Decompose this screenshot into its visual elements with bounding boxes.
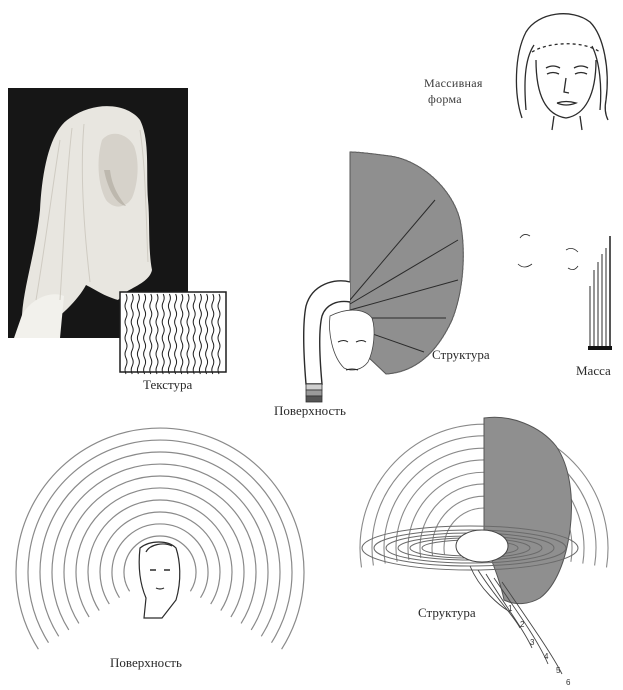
massive-form-head (516, 14, 608, 130)
surface-label-top: Поверхность (274, 404, 346, 418)
texture-box (120, 292, 226, 374)
eye-left (547, 73, 559, 75)
structure-label-top: Структура (432, 348, 490, 362)
face-center (330, 310, 375, 370)
hair-inner-left (525, 45, 534, 110)
head-outline-bottom (139, 542, 180, 618)
mass-label: Масса (576, 364, 611, 378)
mass-base (588, 346, 612, 350)
mouth (557, 102, 576, 106)
surface-swatch-2 (306, 390, 322, 396)
dashed-hairline (532, 44, 600, 52)
massive-form-label-line2: форма (428, 92, 462, 106)
structure-rings (360, 417, 608, 674)
surface-swatch-3 (306, 396, 322, 402)
neck-right (580, 116, 582, 130)
mass-diagram (518, 234, 612, 350)
hair-inner-right (592, 46, 601, 110)
eye-right (575, 73, 587, 75)
neck-left (552, 116, 554, 130)
layer-number: 5 (556, 666, 560, 675)
layer-number: 4 (544, 652, 548, 661)
texture-label: Текстура (143, 378, 192, 392)
nose (564, 78, 569, 93)
face-sketch-mass (518, 234, 578, 269)
eyebrow-right (574, 66, 588, 68)
surface-head (139, 542, 180, 618)
structure-fill (484, 417, 571, 603)
structure-fan (304, 152, 464, 402)
eyebrow-left (546, 66, 560, 68)
layer-number: 1 (508, 604, 512, 613)
layer-number: 3 (530, 638, 534, 647)
surface-label-bottom: Поверхность (110, 656, 182, 670)
structure-label-bottom: Структура (418, 606, 476, 620)
surface-swatch-1 (306, 384, 322, 390)
structure-core (456, 530, 508, 562)
face-outline (536, 60, 596, 118)
mouth-bottom (156, 588, 164, 589)
layer-number: 2 (520, 620, 524, 629)
massive-form-label-line1: Массивная (424, 76, 483, 90)
layer-number: 6 (566, 678, 570, 687)
